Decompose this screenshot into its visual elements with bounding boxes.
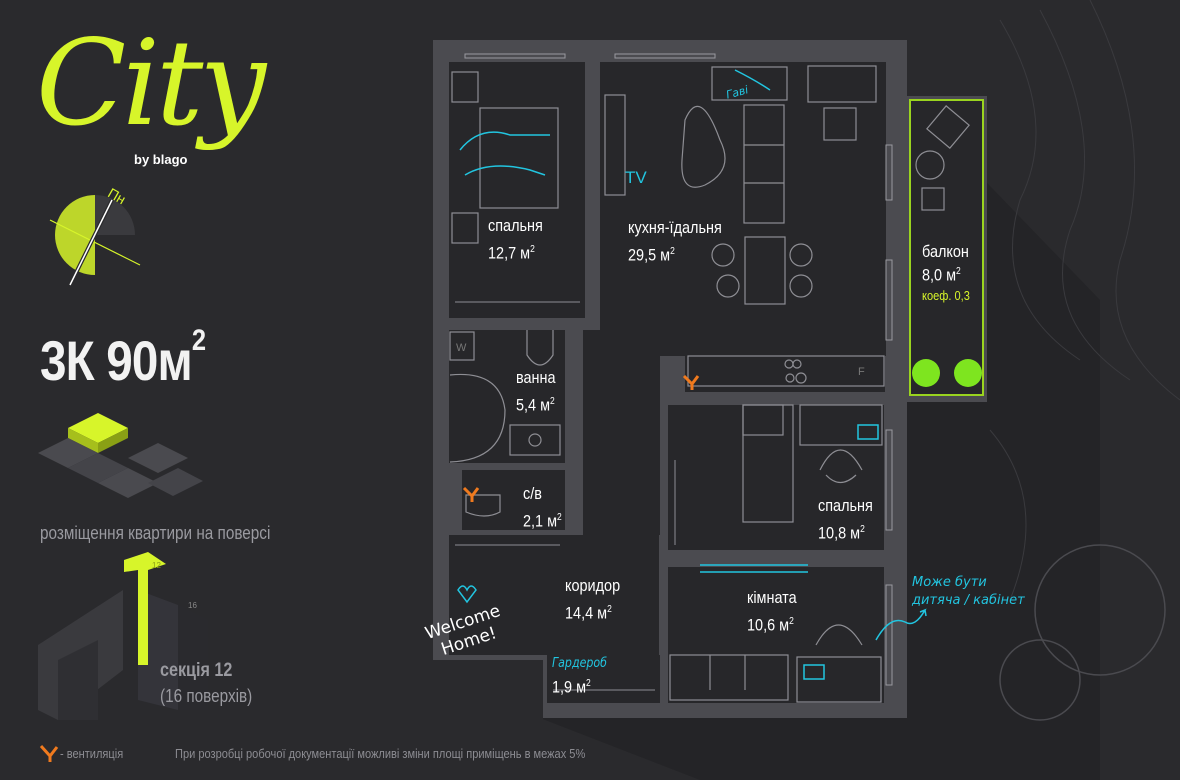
ventilation-legend: - вентиляція (60, 746, 124, 761)
apartment-title: 3К 90м2 (40, 324, 206, 392)
tv-label: TV (625, 168, 647, 187)
floor-caption: розміщення квартири на поверсі (40, 523, 271, 543)
floor-placement-diagram (38, 413, 203, 498)
ventilation-icon (462, 374, 700, 502)
logo: City (36, 14, 266, 152)
section-diagram: 12 16 (38, 552, 208, 720)
ventilation-legend-icon (39, 744, 59, 762)
tree-icon (999, 544, 1166, 721)
section-number-small: 12 (152, 561, 161, 570)
section-floors: (16 поверхів) (160, 686, 253, 706)
section-floors-small: 16 (188, 601, 197, 610)
washer-label: W (456, 342, 467, 354)
section-name: секція 12 (160, 660, 233, 681)
fridge-label: F (858, 366, 865, 378)
plant-icon (954, 359, 982, 387)
disclaimer: При розробці робочої документації можлив… (175, 746, 586, 761)
compass-icon (49, 195, 141, 286)
plant-icon (912, 359, 940, 387)
logo-by: by blago (134, 152, 188, 167)
